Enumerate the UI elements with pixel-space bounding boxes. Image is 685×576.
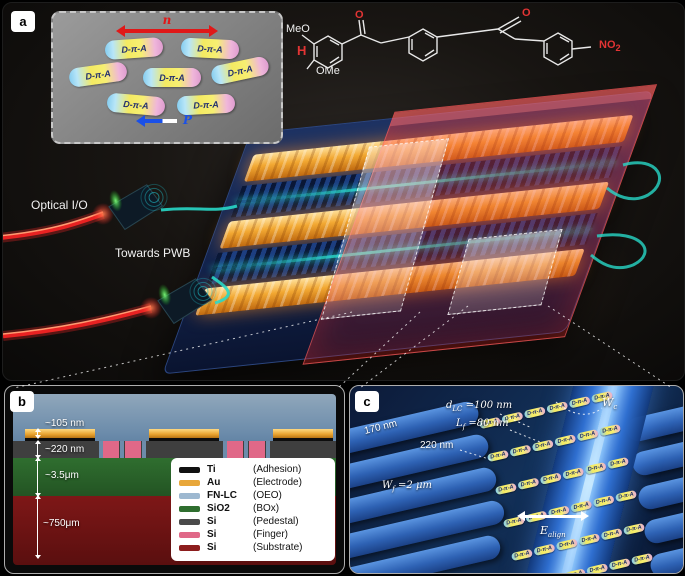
legend-row: SiO2 (BOx) [179,502,327,515]
legend-row: Si (Substrate) [179,541,327,554]
dim-220nm-label: 220 nm [420,440,454,451]
dpia-molecule: D-π-A [509,444,532,458]
si-finger [125,441,141,458]
optical-io-label: Optical I/O [31,198,88,212]
dpia-molecule: D-π-A [209,55,271,86]
dpia-molecule: D-π-A [143,68,201,87]
au-electrode [25,429,95,438]
slot [244,441,248,458]
panel-a: a n D-π-A D-π-A D-π-A D-π-A D-π-A D-π-A … [2,2,685,381]
director-label: n [162,13,172,27]
si-substrate-swatch [179,544,200,551]
panel-b: b [4,385,345,574]
panel-a-label: a [11,11,35,32]
dim-substrate-label: ~750μm [43,518,80,529]
director-arrow-icon [116,25,218,37]
dpia-molecule: D-π-A [180,37,240,60]
legend-row: FN-LC (OEO) [179,489,327,502]
dimension-arrow-icon [35,440,41,459]
proton-label: H [297,43,307,58]
slot [142,441,146,458]
legend-row: Ti (Adhesion) [179,463,327,476]
nitro-label: NO2 [599,39,621,54]
slot [99,441,103,458]
ti-adhesion-layer [273,438,333,441]
dim-lc-label: dLC =100 nm [446,400,513,413]
si-finger-swatch [179,531,200,538]
dim-lf-label: Lf =80 nm [456,418,509,431]
dimension-arrow-icon [35,428,41,439]
slot [266,441,270,458]
ti-adhesion-layer [25,438,95,441]
dpia-molecule: D-π-A [67,61,129,88]
dimension-arrow-icon [35,495,41,559]
dpia-molecule: D-π-A [546,401,569,414]
si-finger [103,441,119,458]
sio2-swatch [179,505,200,512]
si-finger-3d [642,506,683,546]
legend-row: Au (Electrode) [179,476,327,489]
polarization-arrow-icon [136,115,177,127]
dim-device-label: ~220 nm [45,444,85,455]
dpia-molecule: D-π-A [494,482,518,496]
si-finger-3d [636,472,683,512]
dpia-molecule: D-π-A [517,477,540,491]
ti-swatch [179,466,200,473]
grating-coupler-icon [108,183,168,231]
dpia-molecule: D-π-A [622,522,646,536]
dim-wf-label: Wf =2 μm [382,480,432,493]
carbonyl-o-left-label: O [355,9,364,21]
au-electrode [149,429,219,438]
dpia-molecule: D-π-A [104,37,164,60]
dimension-arrow-icon [35,457,41,497]
slot [223,441,227,458]
si-finger [249,441,265,458]
dpia-molecule: D-π-A [531,439,554,452]
lc-molecule-inset: n D-π-A D-π-A D-π-A D-π-A D-π-A D-π-A D-… [51,11,283,144]
e-align-label: Ealign [540,524,566,540]
dim-gold-label: ~105 nm [45,418,85,429]
dim-wc-label: Wc [602,396,618,412]
towards-pwb-label: Towards PWB [115,246,191,260]
chromophore-structure-drawing [301,16,592,70]
dim-box-label: ~3.5μm [45,470,79,481]
fnlc-swatch [179,492,200,499]
panel-b-label: b [10,391,34,412]
ti-adhesion-layer [149,438,219,441]
si-pedestal-swatch [179,518,200,525]
ome-label: OMe [316,65,340,77]
legend-row: Si (Finger) [179,528,327,541]
carbonyl-o-right-label: O [522,7,531,19]
cross-section-schematic: ~105 nm ~220 nm ~3.5μm ~750μm Ti (Adhesi… [13,394,336,565]
meo-label: MeO [286,23,310,35]
e-align-arrow-icon [517,511,589,521]
si-finger [227,441,243,458]
slot [120,441,124,458]
panel-c-label: c [355,391,379,412]
dpia-molecule: D-π-A [523,406,546,419]
au-electrode [273,429,333,438]
si-finger-3d [648,540,683,573]
dpia-molecule: D-π-A [608,557,631,571]
dpia-molecule: D-π-A [486,449,510,463]
materials-legend: Ti (Adhesion) Au (Electrode) FN-LC (OEO)… [171,458,335,561]
legend-row: Si (Pedestal) [179,515,327,528]
au-swatch [179,479,200,486]
dpia-molecule: D-π-A [106,92,166,117]
polarization-label: P [183,113,193,127]
